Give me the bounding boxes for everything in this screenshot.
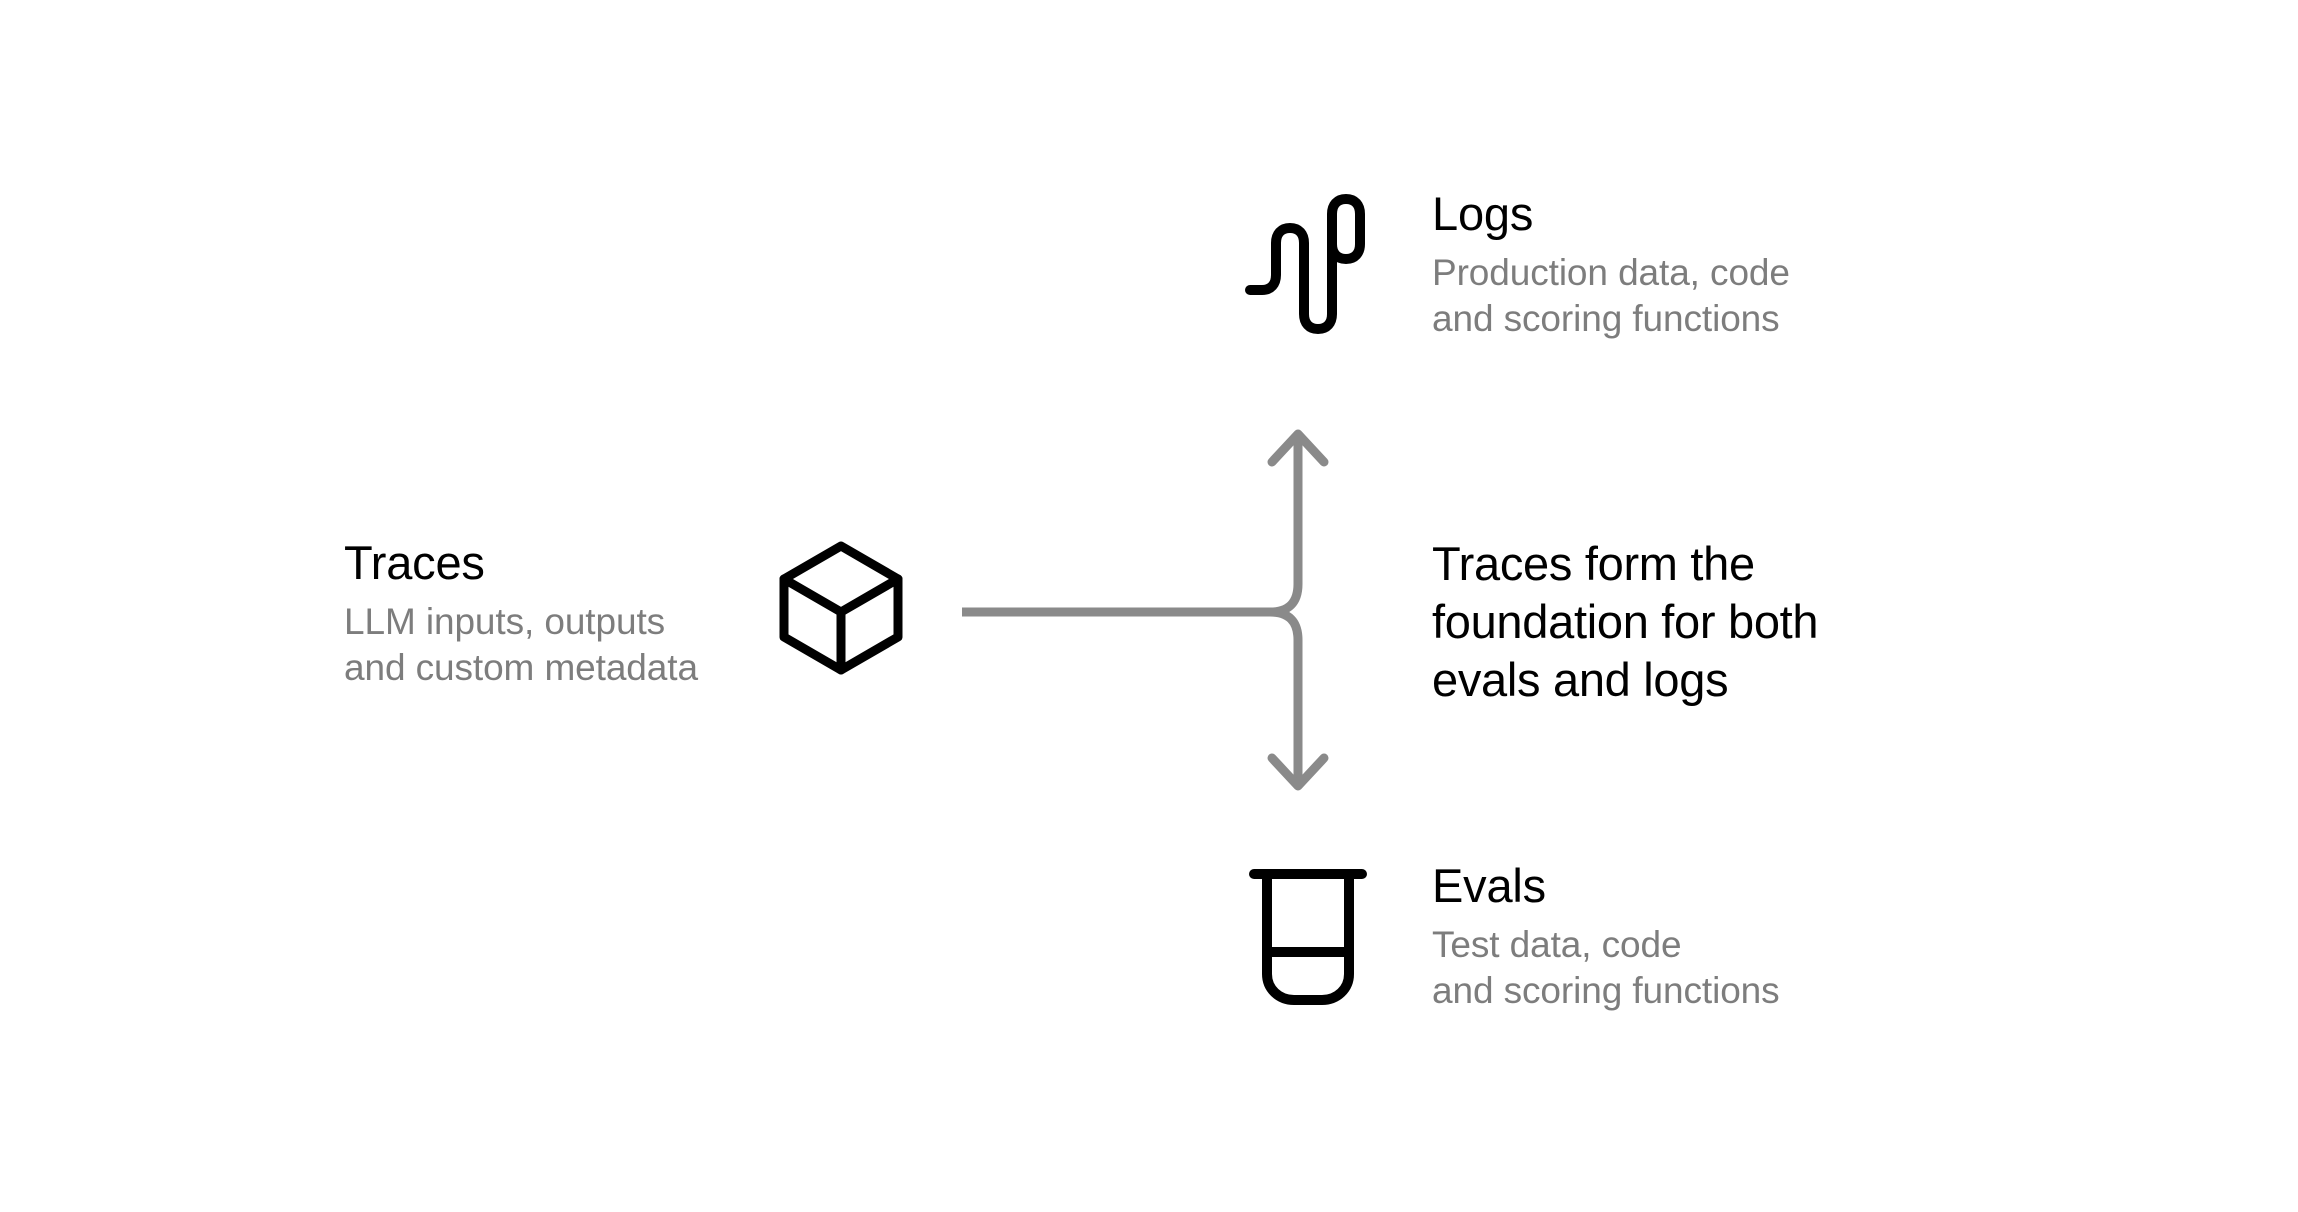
- traces-description: LLM inputs, outputs and custom metadata: [344, 599, 698, 691]
- cube-icon: [776, 540, 906, 676]
- branching-connector: [940, 410, 1360, 810]
- logs-description-line-1: Production data, code: [1432, 252, 1790, 293]
- caption-text: Traces form the foundation for both eval…: [1432, 535, 1819, 709]
- evals-description-line-1: Test data, code: [1432, 924, 1682, 965]
- beaker-icon: [1248, 866, 1368, 1006]
- traces-node-text: Traces LLM inputs, outputs and custom me…: [344, 535, 698, 691]
- arrowhead-up-icon: [1267, 429, 1329, 467]
- caption-line-2: foundation for both: [1432, 595, 1819, 648]
- evals-node-text: Evals Test data, code and scoring functi…: [1432, 858, 1780, 1014]
- evals-description-line-2: and scoring functions: [1432, 970, 1780, 1011]
- traces-description-line-2: and custom metadata: [344, 647, 698, 688]
- logs-title: Logs: [1432, 187, 1534, 240]
- connector-branch-down: [1269, 607, 1303, 782]
- logs-description-line-2: and scoring functions: [1432, 298, 1780, 339]
- arrowhead-down-icon: [1267, 753, 1329, 791]
- evals-title: Evals: [1432, 859, 1546, 912]
- caption-line-3: evals and logs: [1432, 653, 1729, 706]
- waveform-icon: [1244, 194, 1374, 334]
- evals-description: Test data, code and scoring functions: [1432, 922, 1780, 1014]
- caption-line-1: Traces form the: [1432, 537, 1755, 590]
- logs-description: Production data, code and scoring functi…: [1432, 250, 1790, 342]
- traces-title: Traces: [344, 536, 485, 589]
- logs-node-text: Logs Production data, code and scoring f…: [1432, 186, 1790, 342]
- traces-description-line-1: LLM inputs, outputs: [344, 601, 666, 642]
